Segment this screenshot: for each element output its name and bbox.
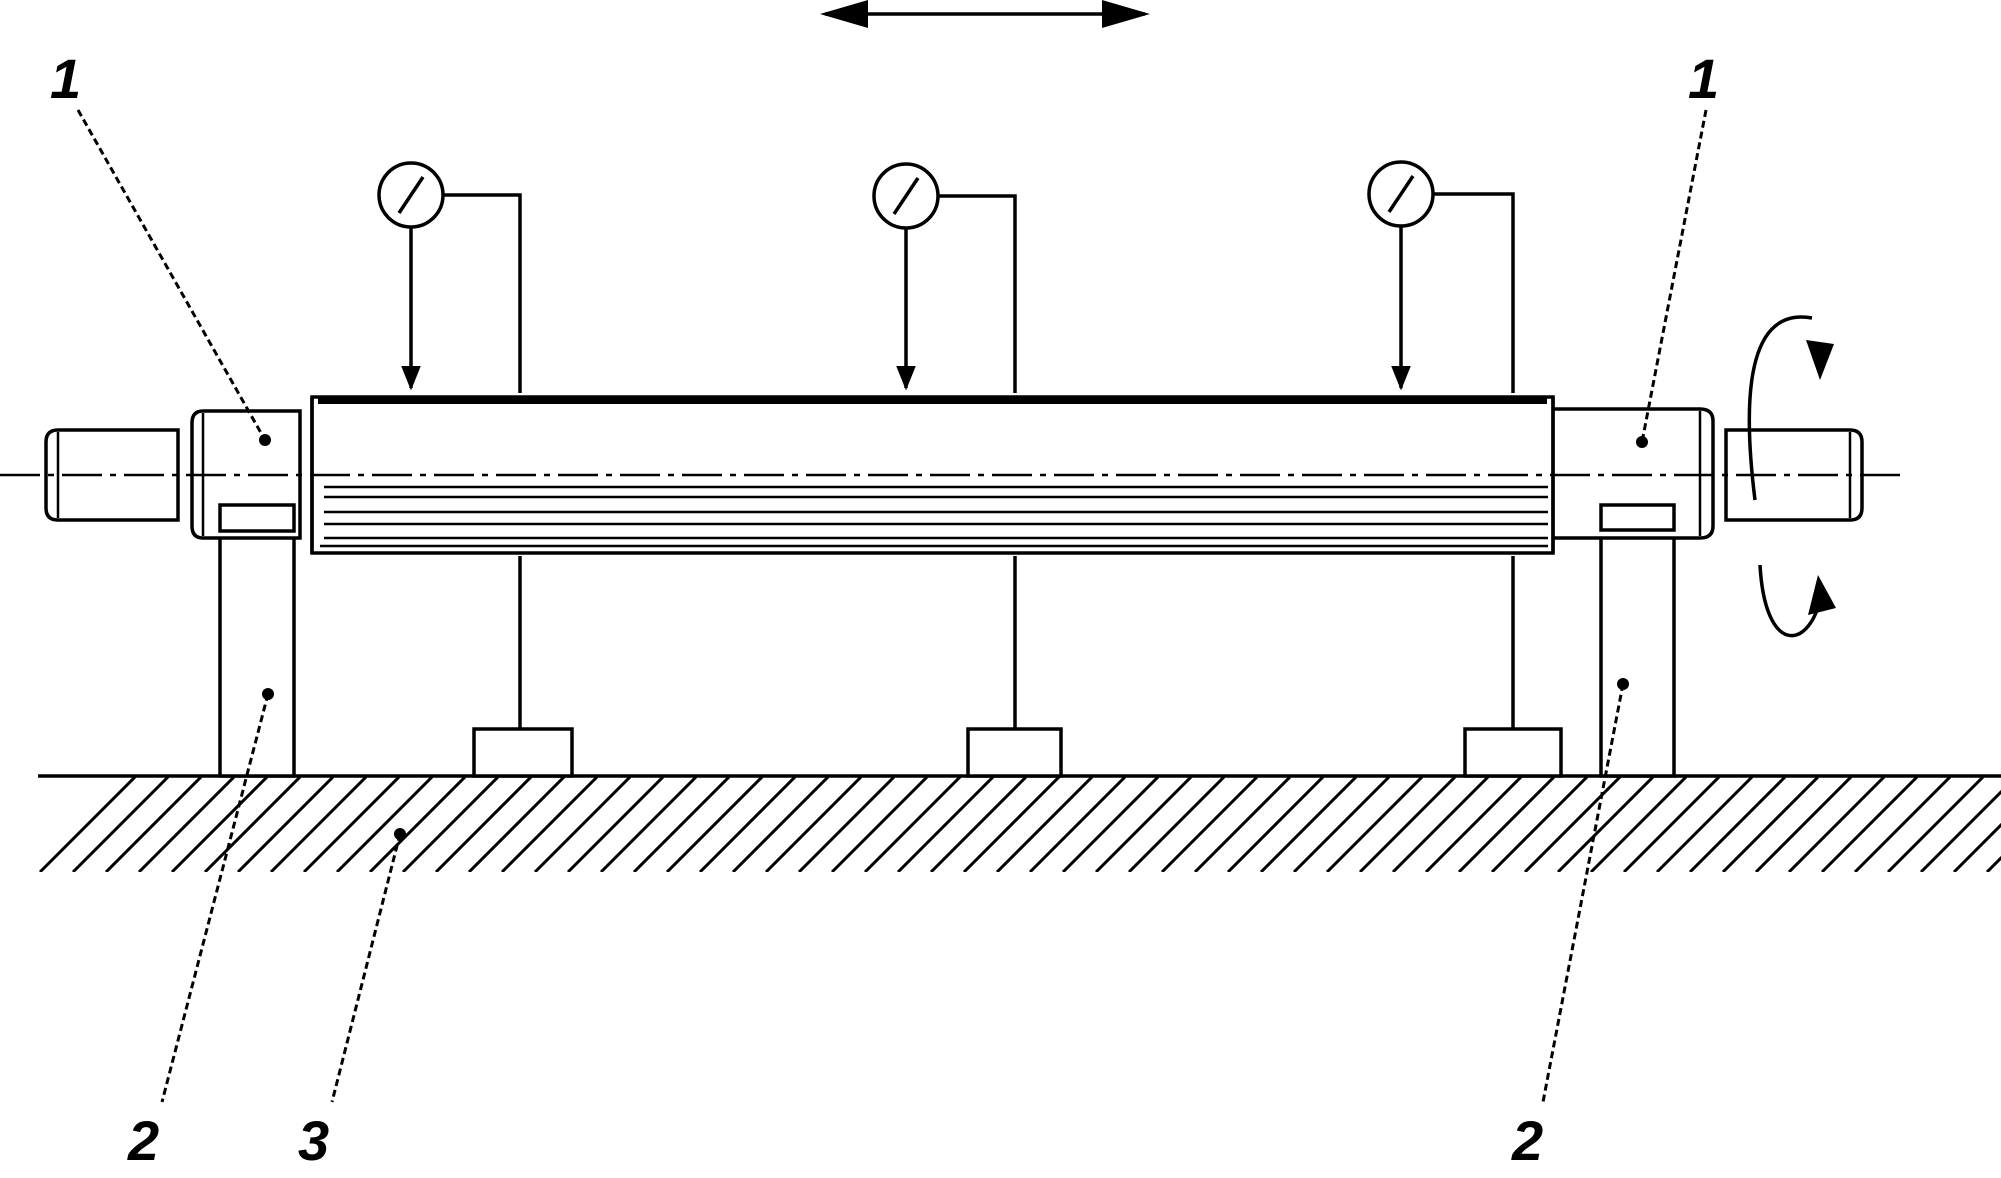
hatch-line xyxy=(1226,777,1325,872)
hatch-line xyxy=(1490,777,1589,872)
hatch-line xyxy=(698,777,797,872)
leader-lines xyxy=(76,109,1708,1103)
hatch-line xyxy=(104,777,203,872)
label-base: 3 xyxy=(298,1109,329,1172)
hatch-line xyxy=(1952,822,2001,872)
hatch-line xyxy=(566,777,665,872)
hatch-line xyxy=(1193,777,1292,872)
hatch-line xyxy=(1160,777,1259,872)
hatch-line xyxy=(632,777,731,872)
dial-gauge-right xyxy=(1367,160,1515,393)
gauge-foot-left xyxy=(472,727,574,778)
hatch-line xyxy=(1721,777,1820,872)
hatch-line xyxy=(1391,777,1490,872)
hatch-line xyxy=(1622,777,1721,872)
hatch-line xyxy=(1787,777,1886,872)
label-spindle-left: 1 xyxy=(50,47,81,110)
hatch-line xyxy=(38,777,137,872)
hatch-line xyxy=(137,777,236,872)
shaft-assembly xyxy=(0,395,1900,840)
hatch-line xyxy=(1358,777,1457,872)
hatch-line xyxy=(1094,777,1193,872)
hatch-line xyxy=(962,777,1061,872)
hatch-line xyxy=(665,777,764,872)
hatch-line xyxy=(203,777,302,872)
hatch-line xyxy=(830,777,929,872)
hatch-line xyxy=(1028,777,1127,872)
hatch-line xyxy=(1886,777,1985,872)
dial-gauge-left xyxy=(377,161,522,393)
hatch-line xyxy=(1523,777,1622,872)
hatch-line xyxy=(863,777,962,872)
hatch-line xyxy=(1292,777,1391,872)
hatch-line xyxy=(896,777,995,872)
gauge-foot-right xyxy=(1463,727,1563,778)
hatch-line xyxy=(1853,777,1952,872)
hatch-line xyxy=(1589,777,1688,872)
hatch-line xyxy=(1820,777,1919,872)
hatch-line xyxy=(467,777,566,872)
support-left xyxy=(218,503,296,778)
label-spindle-right: 1 xyxy=(1688,47,1719,110)
gauge-foot-center xyxy=(966,727,1063,778)
support-right xyxy=(1599,503,1676,778)
rotation-arrow xyxy=(1747,315,1836,638)
hatch-line xyxy=(71,777,170,872)
hatch-line xyxy=(1325,777,1424,872)
hatch-line xyxy=(929,777,1028,872)
hatch-line xyxy=(170,777,269,872)
hatch-line xyxy=(1127,777,1226,872)
hatch-line xyxy=(236,777,335,872)
hatch-line xyxy=(1688,777,1787,872)
dial-gauge-center xyxy=(872,162,1017,393)
traverse-double-arrow xyxy=(820,0,1150,28)
hatch-line xyxy=(401,777,500,872)
hatch-line xyxy=(1985,855,2001,872)
hatch-line xyxy=(302,777,401,872)
hatch-line xyxy=(533,777,632,872)
hatch-line xyxy=(1754,777,1853,872)
gauge-stands xyxy=(472,556,1563,778)
hatch-line xyxy=(1061,777,1160,872)
hatch-line xyxy=(368,777,467,872)
hatch-line xyxy=(1919,789,2001,872)
hatch-line xyxy=(1259,777,1358,872)
hatch-line xyxy=(599,777,698,872)
hatch-line xyxy=(1556,777,1655,872)
hatch-line xyxy=(269,777,368,872)
hatch-line xyxy=(434,777,533,872)
hatch-line xyxy=(995,777,1094,872)
hatch-line xyxy=(1457,777,1556,872)
base-ground xyxy=(38,774,2001,872)
ground-hatching xyxy=(38,777,2001,872)
hatch-line xyxy=(731,777,830,872)
label-support-left: 2 xyxy=(127,1109,159,1172)
hatch-line xyxy=(335,777,434,872)
roll-fluting xyxy=(320,485,1548,548)
hatch-line xyxy=(764,777,863,872)
hatch-line xyxy=(797,777,896,872)
hatch-line xyxy=(500,777,599,872)
hatch-line xyxy=(1424,777,1523,872)
label-support-right: 2 xyxy=(1511,1109,1543,1172)
hatch-line xyxy=(1655,777,1754,872)
